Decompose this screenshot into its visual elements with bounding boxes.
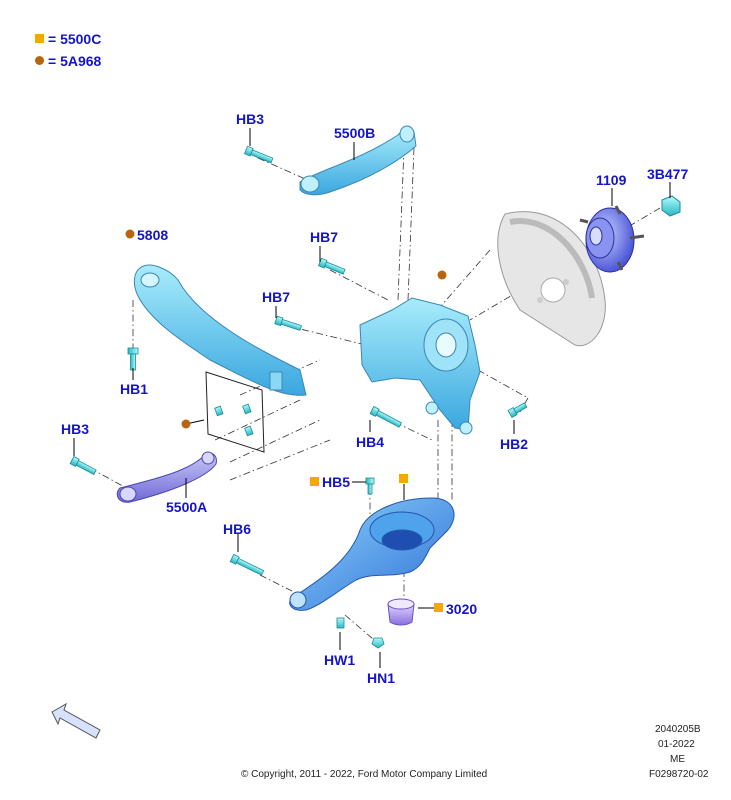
dot-marker-bracket bbox=[181, 419, 191, 429]
label-1109[interactable]: 1109 bbox=[596, 172, 627, 188]
legend-square-code: 5500C bbox=[60, 31, 102, 47]
label-hn1[interactable]: HN1 bbox=[367, 670, 396, 686]
label-5500b[interactable]: 5500B bbox=[334, 125, 376, 141]
bolts bbox=[69, 145, 528, 649]
square-marker-arm bbox=[399, 474, 408, 483]
label-hb4[interactable]: HB4 bbox=[356, 434, 385, 450]
doc-number: 2040205B bbox=[655, 724, 701, 735]
leader-lines bbox=[73, 128, 671, 668]
doc-region: ME bbox=[670, 754, 685, 765]
figure-id: F0298720-02 bbox=[649, 769, 709, 780]
label-hb3-left[interactable]: HB3 bbox=[61, 421, 90, 437]
dot-marker-icon bbox=[35, 56, 44, 65]
label-hb1[interactable]: HB1 bbox=[120, 381, 149, 397]
label-5500a[interactable]: 5500A bbox=[166, 499, 208, 515]
front-direction-arrow-icon bbox=[51, 702, 101, 739]
label-hb7-lower[interactable]: HB7 bbox=[262, 289, 291, 305]
link-5500b-shape bbox=[299, 127, 417, 196]
square-marker-icon bbox=[35, 34, 44, 43]
copyright-notice: © Copyright, 2011 - 2022, Ford Motor Com… bbox=[241, 769, 488, 780]
legend-dot-entry: = 5A968 bbox=[35, 53, 101, 69]
legend-equals: = bbox=[48, 31, 57, 47]
label-hw1[interactable]: HW1 bbox=[324, 652, 356, 668]
bracket-outline bbox=[205, 371, 265, 453]
label-3020[interactable]: 3020 bbox=[446, 601, 478, 617]
label-hb3-top[interactable]: HB3 bbox=[236, 111, 265, 127]
label-5808[interactable]: 5808 bbox=[137, 227, 169, 243]
hub-1109-shape bbox=[579, 205, 645, 273]
label-3b477[interactable]: 3B477 bbox=[647, 166, 689, 182]
arm-5808-shape bbox=[133, 264, 307, 396]
doc-date: 01-2022 bbox=[658, 739, 695, 750]
dot-marker-5808 bbox=[125, 229, 135, 239]
link-5500a-shape bbox=[116, 452, 217, 503]
square-marker-3020 bbox=[434, 603, 443, 612]
legend-equals-2: = bbox=[48, 53, 57, 69]
dot-marker-knuckle bbox=[437, 270, 447, 280]
label-hb7-upper[interactable]: HB7 bbox=[310, 229, 339, 245]
brake-shield-shape bbox=[497, 211, 606, 347]
label-hb5[interactable]: HB5 bbox=[322, 474, 351, 490]
label-hb2[interactable]: HB2 bbox=[500, 436, 529, 452]
legend-dot-code: 5A968 bbox=[60, 53, 102, 69]
label-hb6[interactable]: HB6 bbox=[223, 521, 252, 537]
bushing-3020-shape bbox=[387, 598, 415, 626]
nut-3b477-shape bbox=[661, 195, 681, 217]
square-marker-hb5 bbox=[310, 477, 319, 486]
spring-arm-shape bbox=[289, 497, 455, 611]
legend-square-entry: = 5500C bbox=[35, 31, 101, 47]
